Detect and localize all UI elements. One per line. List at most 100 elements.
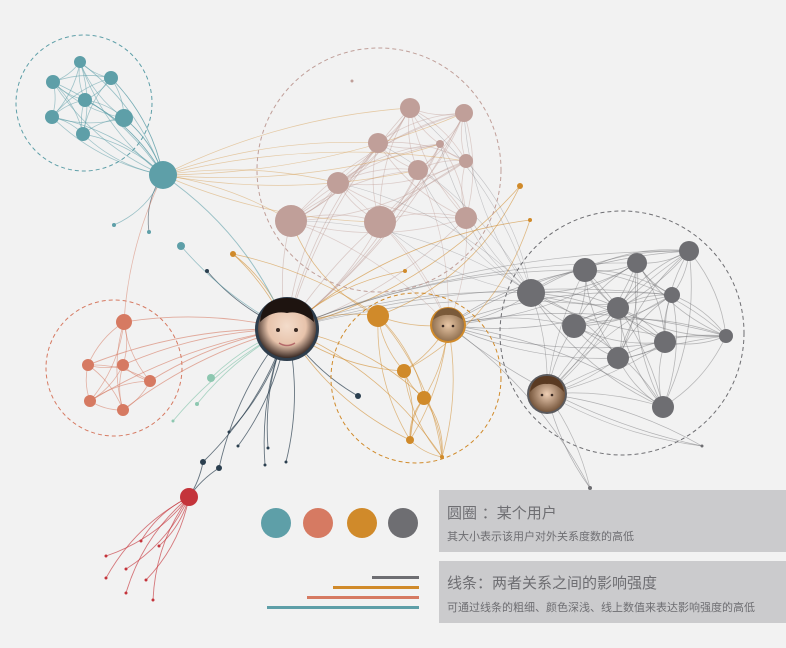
edge: [125, 496, 190, 594]
legend-circle-desc: 其大小表示该用户对外关系度数的高低: [447, 530, 634, 543]
teal-node: [177, 242, 185, 250]
edge: [530, 292, 664, 408]
teal-node: [112, 223, 116, 227]
red-node: [124, 567, 128, 571]
salmon-node: [116, 314, 132, 330]
salmon-node: [84, 395, 96, 407]
gray-node: [719, 329, 733, 343]
red-node: [104, 554, 108, 558]
avatar-girl: [527, 374, 567, 414]
edge: [617, 250, 690, 359]
gray-node: [664, 287, 680, 303]
rose-node: [364, 206, 396, 238]
navy-node: [266, 446, 270, 450]
edge: [377, 185, 521, 317]
gray-node: [607, 297, 629, 319]
edge: [51, 116, 164, 176]
rose-cluster-ring: [256, 47, 502, 293]
legend-swatch-salmon: [303, 508, 333, 538]
edge: [145, 496, 190, 581]
node-layer: [45, 56, 733, 602]
edge: [51, 61, 81, 118]
navy-node: [284, 460, 288, 464]
rose-node: [368, 133, 388, 153]
edge: [447, 250, 690, 326]
edge: [162, 112, 465, 176]
edge: [286, 269, 586, 330]
orange-node: [528, 218, 532, 222]
legend-line-teal: [267, 606, 419, 609]
orange-node: [367, 305, 389, 327]
edge: [377, 315, 411, 441]
edge: [286, 250, 690, 330]
gray-node: [607, 347, 629, 369]
edge: [290, 160, 467, 222]
edge: [52, 81, 164, 176]
gray-node: [573, 258, 597, 282]
edge: [162, 141, 379, 176]
red-node: [180, 488, 198, 506]
edge: [337, 182, 467, 219]
legend-line-orange: [333, 586, 419, 589]
legend-swatch-teal: [261, 508, 291, 538]
salmon-cluster-ring: [45, 299, 183, 437]
edge: [617, 307, 727, 337]
orange-node: [397, 364, 411, 378]
edge: [423, 397, 443, 458]
teal-node: [45, 110, 59, 124]
teal-node: [104, 71, 118, 85]
edge: [52, 81, 164, 176]
legend-swatch-orange: [347, 508, 377, 538]
edge: [439, 143, 532, 294]
edge: [337, 143, 441, 184]
rose-node: [400, 98, 420, 118]
edge: [52, 81, 84, 135]
mint-node: [195, 402, 199, 406]
legend-swatches: [261, 508, 418, 538]
edge: [447, 324, 619, 359]
orange-node: [230, 251, 236, 257]
gray-node: [588, 486, 592, 490]
edge: [688, 250, 727, 337]
edge: [286, 219, 531, 330]
navy-node: [200, 459, 206, 465]
edge: [152, 496, 190, 601]
edge: [417, 169, 449, 326]
edge: [290, 107, 411, 222]
edge: [409, 439, 443, 458]
rose-node: [327, 172, 349, 194]
edge: [530, 292, 666, 343]
avatar-boy: [430, 307, 466, 343]
edge: [377, 141, 467, 162]
legend-line-desc: 可通过线条的粗细、颜色深浅、线上数值来表达影响强度的高低: [447, 601, 755, 614]
edge: [337, 160, 467, 186]
legend-swatch-gray: [388, 508, 418, 538]
orange-cluster-ring: [330, 292, 502, 464]
teal-node: [76, 127, 90, 141]
legend-line-box: 线条：两者关系之间的影响强度 可通过线条的粗细、颜色深浅、线上数值来表达影响强度…: [439, 561, 786, 623]
edge: [573, 250, 690, 327]
navy-node: [216, 465, 222, 471]
edge: [51, 116, 164, 176]
edge: [417, 169, 532, 294]
edge: [286, 185, 521, 330]
edge: [79, 61, 164, 176]
salmon-node: [117, 359, 129, 371]
navy-node: [205, 269, 209, 273]
gray-node: [679, 241, 699, 261]
edge: [530, 292, 727, 338]
edge: [290, 220, 449, 326]
edge: [377, 315, 425, 399]
rose-node: [275, 205, 307, 237]
salmon-node: [117, 404, 129, 416]
legend-line-title: 线条：两者关系之间的影响强度: [447, 574, 658, 592]
legend-line-salmon: [307, 596, 419, 599]
orange-node: [406, 436, 414, 444]
edge: [584, 269, 727, 337]
edge: [337, 182, 449, 326]
edge: [463, 112, 532, 294]
edge: [662, 294, 677, 408]
edge: [125, 496, 190, 570]
rose-node: [436, 140, 444, 148]
